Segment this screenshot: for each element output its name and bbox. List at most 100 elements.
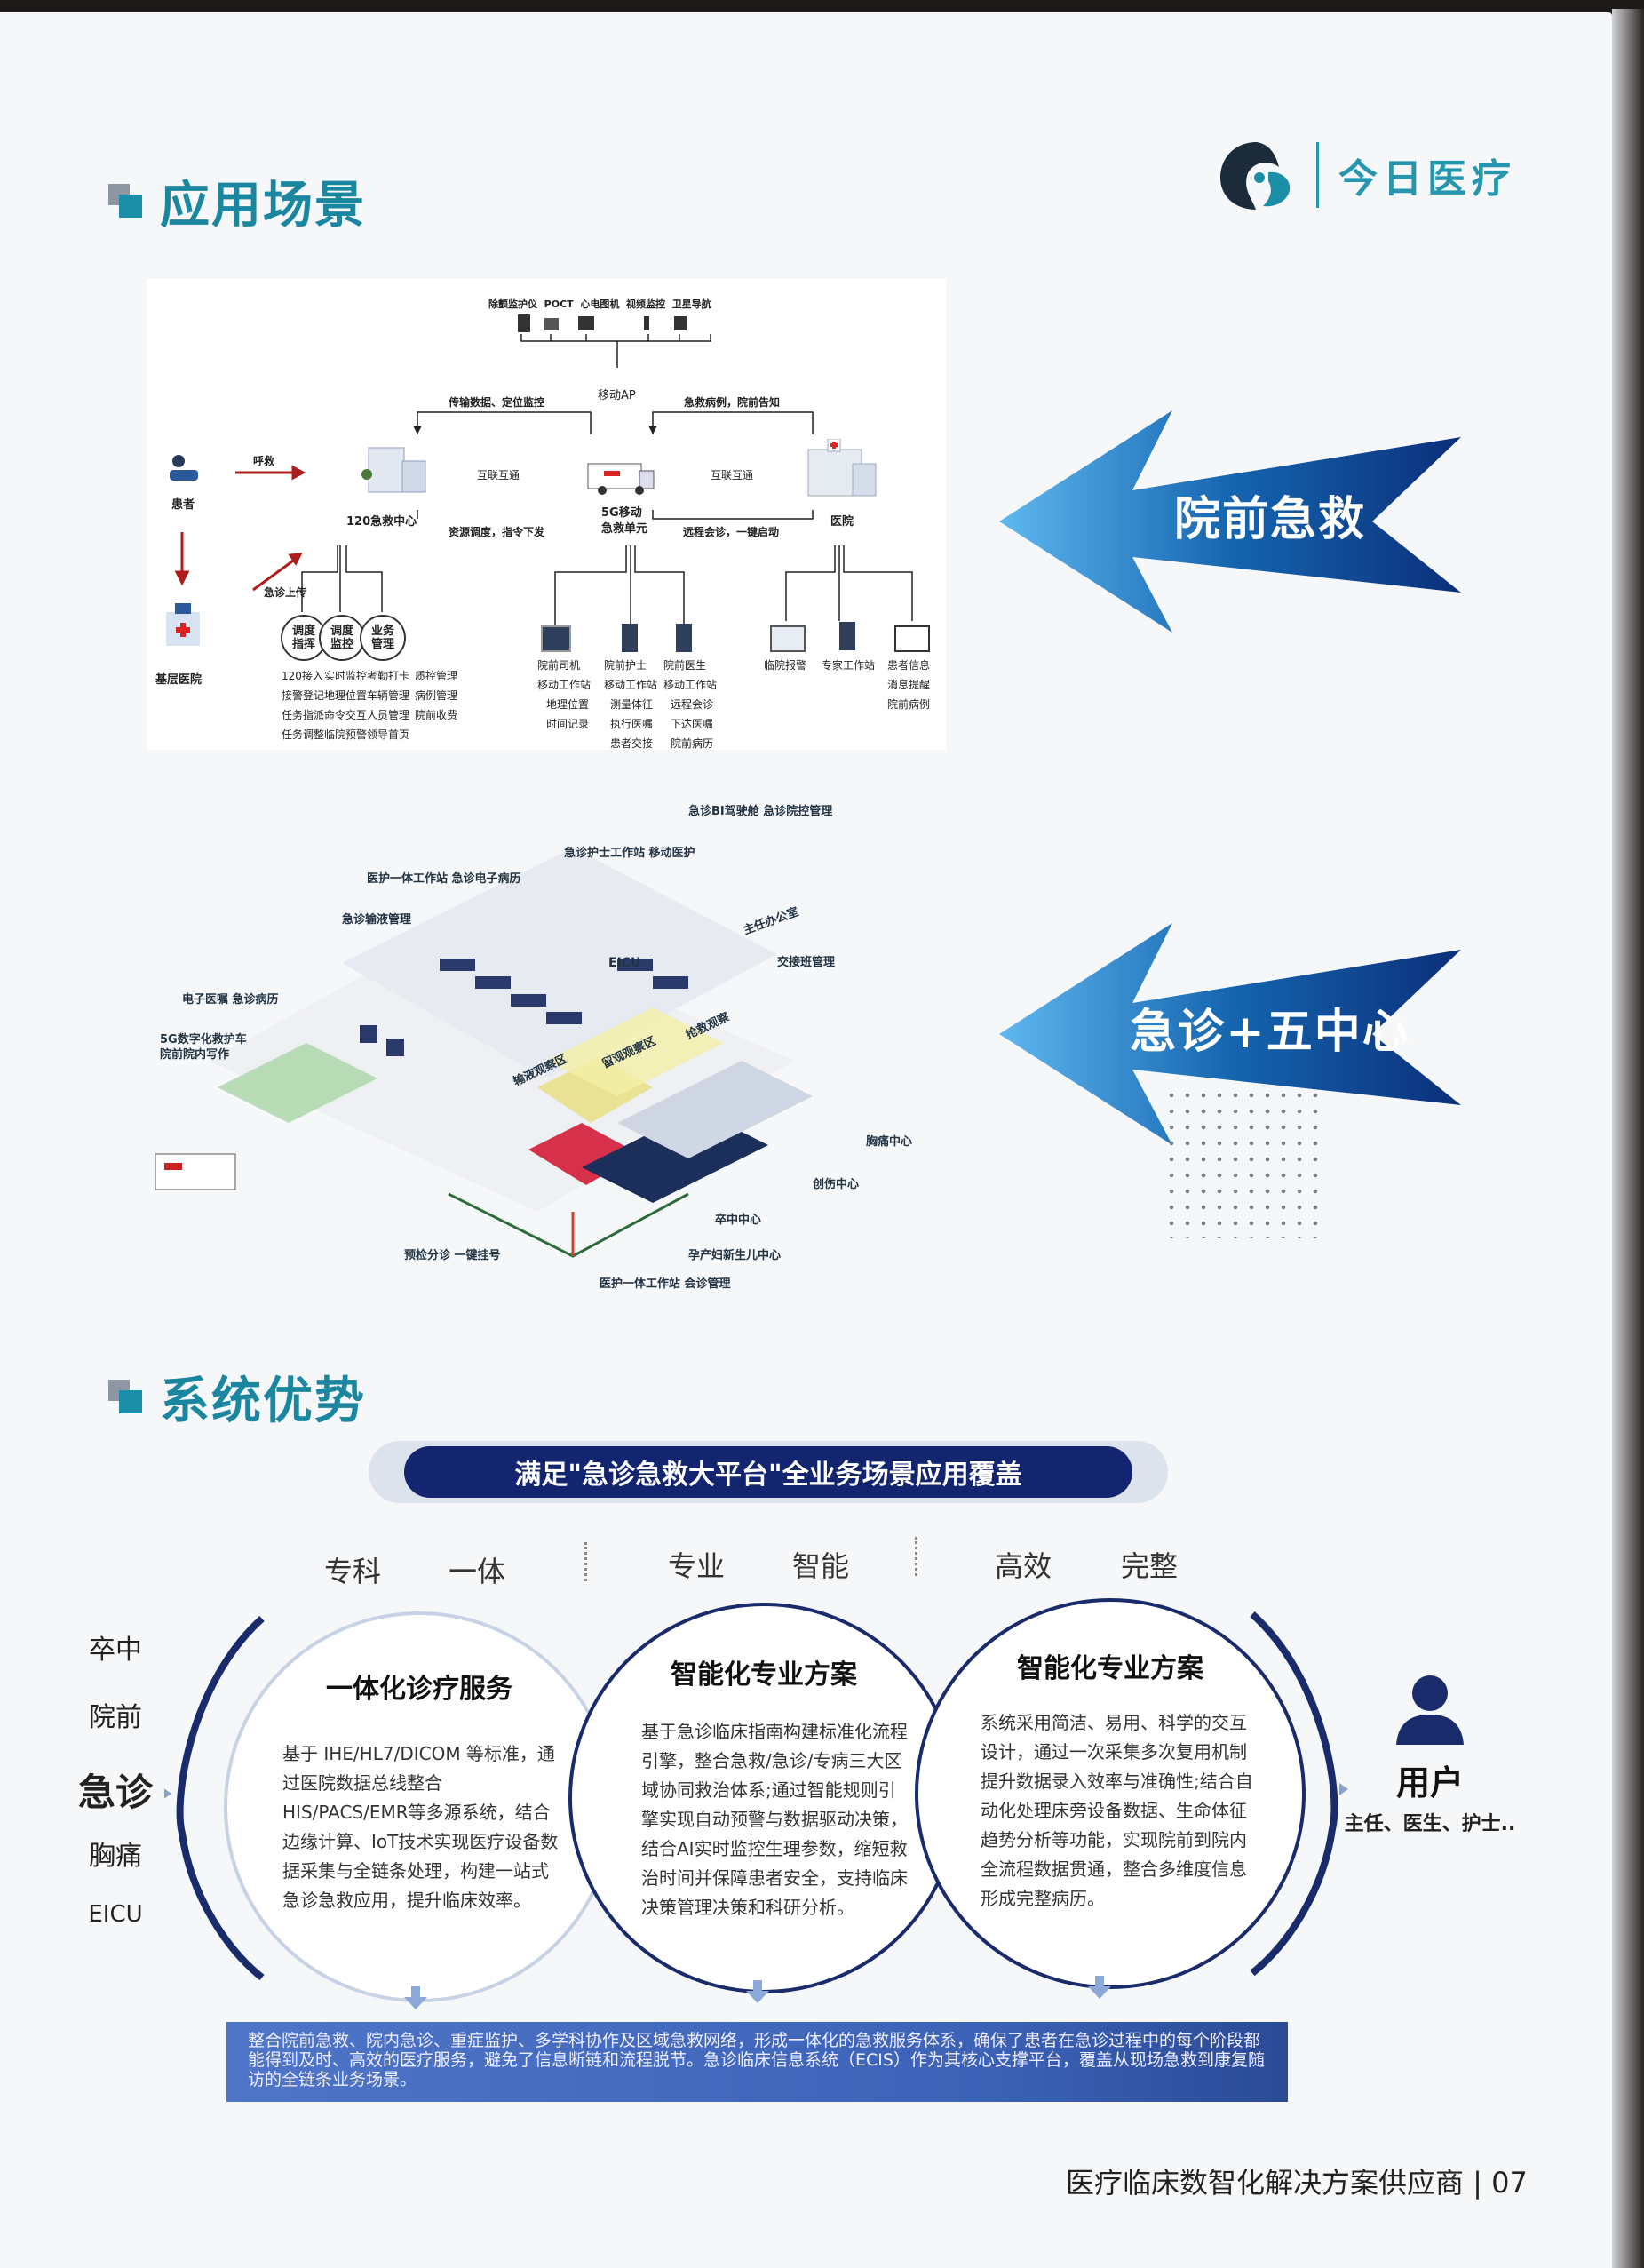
primary-hospital-icon [164, 603, 202, 648]
interconnect-right: 互联互通 [711, 469, 754, 481]
label-emr: 电子医嘱 急诊病历 [182, 993, 279, 1007]
keyword-professional: 专业 [668, 1549, 726, 1583]
keyword-divider [915, 1537, 917, 1576]
user-block: 用户 主任、医生、护士.. [1341, 1672, 1519, 1836]
advantage-card-efficient: 智能化专业方案 系统采用简洁、易用、科学的交互设计，通过一次采集多次复用机制提升… [915, 1598, 1306, 1989]
section-title-text: 应用场景 [160, 177, 366, 235]
ambulance-icon [586, 457, 657, 497]
station-nurse-items: 测量体征 执行医嘱 患者交接 [610, 698, 654, 750]
hospital-alert: 临院报警 [764, 659, 807, 672]
keyword-specialty: 专科 [324, 1555, 382, 1588]
user-subtitle: 主任、医生、护士.. [1344, 1813, 1516, 1835]
ecg-icon [578, 316, 594, 330]
brand-logo: 今日医疗 [1217, 137, 1516, 213]
patient-icon [166, 452, 202, 488]
section-bullet-icon [108, 1379, 144, 1415]
page-edge [1612, 9, 1644, 2268]
mobile-unit-label-1: 5G移动 [601, 506, 642, 520]
gps-icon [674, 316, 687, 330]
decorative-dot-grid [1164, 1087, 1323, 1238]
label-bi-dashboard: 急诊BI驾驶舱 急诊院控管理 [688, 805, 833, 818]
scope-label-eicu: EICU [88, 1901, 143, 1928]
banner-emergency: 急诊+五中心 [999, 923, 1461, 1145]
hospital-icon [799, 438, 879, 501]
device-defibrillator: 除颤监护仪 [488, 298, 537, 310]
prehospital-diagram: 除颤监护仪 POCT 心电图机 视频监控 卫星导航 移动AP 患者 呼救 急诊上… [147, 279, 946, 750]
module-business-mgmt: 业务 管理 [360, 615, 406, 661]
module-dispatch-monitor: 调度 监控 [319, 615, 365, 661]
monitor-icon [894, 625, 930, 652]
banner-emergency-text: 急诊+五中心 [1130, 1006, 1410, 1059]
page-footer: 医疗临床数智化解决方案供应商 | 07 [1066, 2166, 1528, 2200]
keyword-complete: 完整 [1121, 1549, 1179, 1583]
scope-label-emergency: 急诊 [77, 1771, 153, 1814]
patient-label: 患者 [171, 498, 195, 512]
doctor-phone-icon [676, 624, 692, 652]
label-nurse-station: 急诊护士工作站 移动医护 [564, 847, 695, 860]
label-handover: 交接班管理 [777, 956, 836, 969]
upload-label: 急诊上传 [264, 586, 307, 599]
keyword-divider [584, 1542, 587, 1581]
advantage-card-body: 基于 IHE/HL7/DICOM 等标准，通过医院数据总线整合 HIS/PACS… [282, 1743, 559, 1911]
advantage-card-title: 智能化专业方案 [1017, 1653, 1203, 1684]
hospital-label: 医院 [830, 515, 854, 529]
mobile-ap-label: 移动AP [598, 389, 636, 402]
down-arrow-icon [1088, 1976, 1111, 1999]
logo-separator [1316, 142, 1319, 208]
label-chest-center: 胸痛中心 [866, 1135, 913, 1149]
station-nurse: 院前护士 移动工作站 [604, 659, 658, 691]
station-doctor: 院前医生 移动工作站 [663, 659, 718, 691]
camera-icon [644, 316, 649, 330]
label-stroke-center: 卒中中心 [715, 1214, 762, 1227]
call-label: 呼救 [253, 455, 275, 467]
link-bottom-left: 资源调度，指令下发 [449, 526, 545, 538]
defibrillator-icon [518, 314, 530, 332]
poct-icon [544, 318, 559, 330]
dispatch-center-icon [360, 439, 431, 497]
device-labels: 除颤监护仪 POCT 心电图机 视频监控 卫星导航 [488, 297, 711, 311]
label-eicu: EICU [608, 956, 641, 970]
banner-prehospital-text: 院前急救 [1173, 493, 1366, 546]
scope-label-prehospital: 院前 [89, 1702, 142, 1733]
brand-mark-icon [1220, 142, 1291, 210]
banner-arrow-shape [999, 410, 1461, 633]
coverage-pill-wrap: 满足"急诊急救大平台"全业务场景应用覆盖 [369, 1441, 1168, 1503]
link-top-right: 急救病例，院前告知 [684, 396, 781, 409]
dispatch-center-label: 120急救中心 [346, 515, 417, 529]
advantage-card-intelligent: 智能化专业方案 基于急诊临床指南构建标准化流程引擎，整合急救/急诊/专病三大区域… [568, 1603, 959, 1993]
label-infusion-mgmt: 急诊输液管理 [342, 913, 412, 927]
keyword-efficient: 高效 [995, 1549, 1052, 1583]
device-poct: POCT [544, 298, 574, 310]
interconnect-left: 互联互通 [477, 469, 520, 481]
brochure-page: 应用场景 今日医疗 [0, 12, 1612, 2268]
summary-box: 整合院前急救、院内急诊、重症监护、多学科协作及区域急救网络，形成一体化的急救服务… [226, 2022, 1288, 2102]
left-bracket-arc [164, 1616, 265, 1981]
banner-prehospital: 院前急救 [999, 410, 1461, 633]
driver-tablet-icon [541, 625, 571, 652]
device-gps: 卫星导航 [671, 298, 711, 310]
nurse-phone-icon [622, 624, 638, 652]
down-arrow-icon [404, 1986, 427, 2009]
primary-hospital-label: 基层医院 [155, 673, 203, 687]
module-dispatch-monitor-items: 实时监控 地理位置 命令交互 临院预警 [324, 670, 368, 741]
label-doctor-station: 医护一体工作站 急诊电子病历 [367, 872, 521, 886]
hospital-expert-station: 专家工作站 [822, 659, 876, 672]
advantage-card-title: 智能化专业方案 [671, 1659, 857, 1691]
hospital-patient-info-items: 消息提醒 院前病例 [887, 679, 931, 711]
module-business-mgmt-items: 考勤打卡 车辆管理 人员管理 领导首页 [367, 670, 410, 741]
label-5g-ambulance: 5G数字化救护车 院前院内写作 [160, 1033, 247, 1062]
section-bullet-icon [108, 183, 144, 219]
section-title-scenarios: 应用场景 [108, 165, 366, 237]
scope-label-stroke: 卒中 [89, 1635, 142, 1666]
advantage-card-integrated: 一体化诊疗服务 基于 IHE/HL7/DICOM 等标准，通过医院数据总线整合 … [224, 1611, 615, 2002]
device-ecg: 心电图机 [580, 298, 620, 310]
down-arrow-icon [746, 1980, 769, 2003]
station-driver: 院前司机 移动工作站 [537, 659, 592, 691]
alert-tablet-icon [770, 625, 806, 652]
management-items: 质控管理 病例管理 院前收费 [415, 670, 458, 721]
advantage-card-body: 基于急诊临床指南构建标准化流程引擎，整合急救/急诊/专病三大区域协同救治体系;通… [641, 1721, 908, 1918]
emergency-illustration: 急诊BI驾驶舱 急诊院控管理 急诊护士工作站 移动医护 医护一体工作站 急诊电子… [155, 794, 955, 1292]
label-triage: 预检分诊 一键挂号 [404, 1249, 501, 1262]
keyword-intelligent: 智能 [792, 1549, 850, 1583]
label-trauma-center: 创伤中心 [813, 1178, 860, 1191]
